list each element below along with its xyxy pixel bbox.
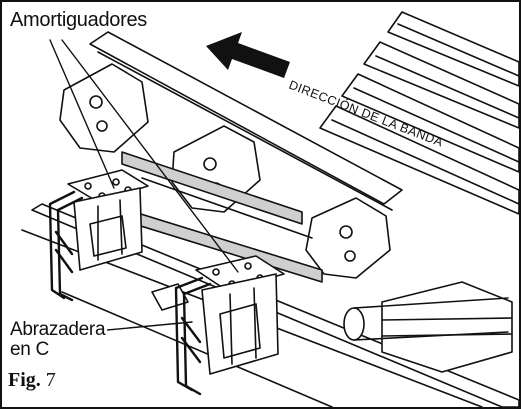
roller — [343, 297, 509, 341]
callout-abrazadera: Abrazadera en C — [8, 319, 108, 360]
direction-arrow-icon — [206, 32, 290, 78]
callout-amortiguadores: Amortiguadores — [8, 9, 149, 31]
callout-abrazadera-line2: en C — [10, 338, 49, 360]
belt-slats — [319, 11, 519, 215]
figure-caption: Fig. 7 — [6, 370, 58, 391]
cross-members — [101, 151, 323, 283]
figure-caption-number: 7 — [45, 369, 56, 391]
shock-absorber-left — [67, 169, 149, 271]
c-clamp-left — [48, 190, 84, 302]
figure-caption-prefix: Fig. — [8, 369, 41, 391]
callout-abrazadera-line1: Abrazadera — [10, 319, 106, 340]
shock-absorber-right — [151, 255, 285, 375]
side-brackets — [59, 63, 513, 373]
